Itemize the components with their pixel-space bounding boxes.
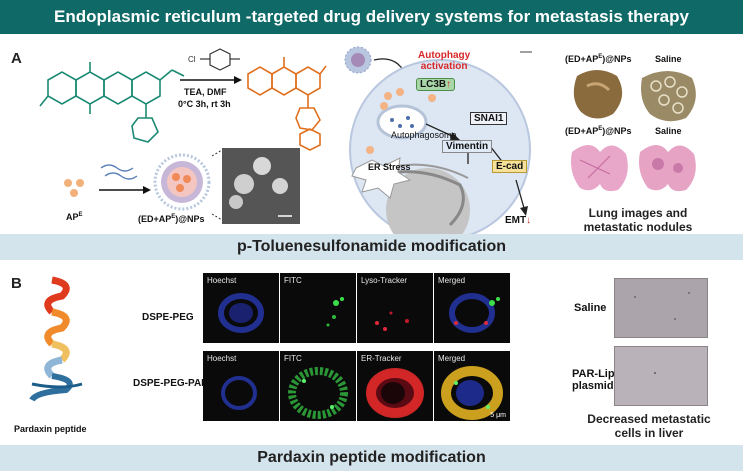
lc3b-badge: LC3B↑ [416,78,456,91]
peptide-caption: Pardaxin peptide [14,424,87,434]
liver-image-saline [614,278,708,338]
panel-b-band: Pardaxin peptide modification [0,445,743,471]
up-arrow-icon: ↑ [446,79,452,90]
liver-caption: Decreased metastatic cells in liver [587,412,711,440]
scale-bar-label: 5 μm [490,412,506,419]
page-title: Endoplasmic reticulum -targeted drug del… [0,0,743,34]
liver-label-saline: Saline [574,302,607,314]
tile-row2-er: ER-Tracker [357,351,433,421]
panel-a-label: A [11,50,22,67]
liver-label-parlipo: PAR-Lipo plasmid [572,368,622,392]
nps-label: (ED+APE)@NPs [138,214,205,224]
row-label-dspe-peg-par: DSPE-PEG-PAR [133,378,209,389]
pardaxin-peptide-structure [29,276,83,402]
assembly-arrow [99,164,151,194]
panel-a-band: p-Toluenesulfonamide modification [0,234,743,260]
tile-row1-hoechst: Hoechst [203,273,279,343]
lung-he-label-saline: Saline [655,126,682,136]
reaction-scheme: Cl TEA, DMF 0°C 3h, rt 3h [39,48,327,151]
nanoparticle-icon [153,153,211,211]
autophagosome-label: Autophagosome [391,130,457,140]
dotted-connector [211,150,223,220]
vimentin-box: Vimentin [442,140,493,153]
tile-row1-merged: Merged [434,273,510,343]
tem-image [222,148,300,224]
svg-text:TEA, DMF: TEA, DMF [184,87,227,97]
tile-row2-fitc: FITC [280,351,356,421]
down-arrow-icon: ↓ [526,215,532,226]
ape-dots [62,178,92,203]
er-stress-label: ER Stress [368,162,411,172]
tile-row1-lyso: Lyso-Tracker [357,273,433,343]
product-molecule [247,57,327,151]
snai1-box: SNAI1 [470,112,508,125]
lung-he-saline [636,138,698,194]
mechanism-diagram [344,46,532,240]
ape-label: APE [66,212,83,222]
row-label-dspe-peg: DSPE-PEG [142,312,194,323]
liver-image-parlipo [614,346,708,406]
lung-caption: Lung images and metastatic nodules [583,206,693,234]
ecad-box: E-cad [492,160,528,173]
autophagy-label: Autophagy activation [418,50,471,72]
tile-row2-merged: Merged 5 μm [434,351,510,421]
lung-he-label-treated: (ED+APE)@NPs [565,126,632,136]
lung-photo-treated [571,66,627,120]
svg-text:0°C 3h, rt 3h: 0°C 3h, rt 3h [178,99,231,109]
lung-he-treated [568,138,630,194]
lung-photo-saline [638,66,698,122]
tosyl-reagent [200,48,240,71]
emt-label: EMT↓ [505,215,532,226]
reactant-molecule [39,62,185,143]
svg-text:Cl: Cl [188,55,196,64]
lung-label-treated: (ED+APE)@NPs [565,54,632,64]
tile-row2-hoechst: Hoechst [203,351,279,421]
panel-b-label: B [11,275,22,292]
tile-row1-fitc: FITC [280,273,356,343]
lung-label-saline: Saline [655,54,682,64]
